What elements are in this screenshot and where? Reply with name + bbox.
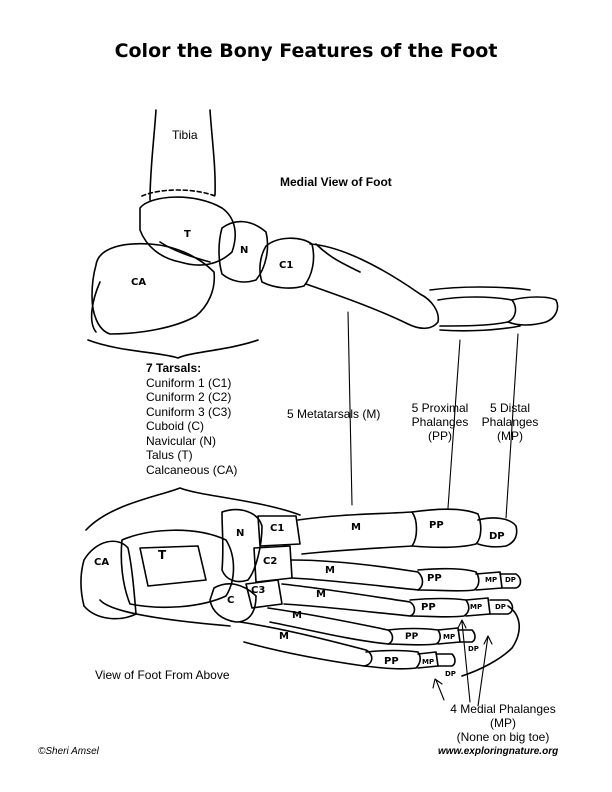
above-pp2-label: PP [427,573,442,584]
medial-talus-label: T [184,229,191,240]
tarsal-item: Talus (T) [146,448,193,462]
above-pp1-label: PP [429,520,444,531]
above-m4 [267,607,394,645]
above-mp3-label: MP [470,603,483,611]
tarsal-item: Cuniform 1 (C1) [146,375,232,390]
above-m4-label: M [292,610,302,621]
distal-callout-line: 5 Distal [489,401,530,415]
above-mp5-label: MP [422,658,435,666]
above-c3 [245,579,283,609]
tibia-bone [149,109,216,201]
above-view-title: View of Foot From Above [95,668,230,682]
above-talus-label: T [158,548,167,562]
above-calcaneus-label: CA [94,557,110,568]
above-m1-label: M [351,522,361,533]
above-c3-label: C3 [251,585,266,596]
medial-navicular-label: N [240,245,249,256]
above-cuboid [209,583,257,623]
page-title: Color the Bony Features of the Foot [114,40,498,62]
tarsal-item: Cuboid (C) [146,419,205,433]
above-navicular [221,508,263,583]
talus-bone [139,196,236,266]
proximal-callout-line: (PP) [428,429,452,443]
tarsals-list: 7 Tarsals: Cuniform 1 (C1) Cuniform 2 (C… [146,361,237,477]
above-cuboid-label: C [227,595,235,606]
above-m1 [297,511,418,555]
medial-view-title: Medial View of Foot [280,175,392,189]
tarsals-heading: 7 Tarsals: [146,361,202,375]
above-dp4-label: DP [468,645,479,653]
medial-callout-line: (None on big toe) [456,730,550,744]
medial-phalanx-arrows [432,619,493,707]
author-credit: ©Sheri Amsel [38,746,99,757]
above-pp4-label: PP [405,632,419,642]
above-pp2 [417,567,480,592]
above-m2-label: M [325,565,335,576]
above-m5 [239,621,373,667]
above-view-drawing [80,487,522,677]
above-pp3 [409,597,470,618]
site-credit: www.exploringnature.org [438,746,559,757]
above-navicular-label: N [236,528,245,539]
above-mp2-label: MP [485,576,498,584]
above-c1-label: C1 [270,523,285,534]
tibia-label: Tibia [172,128,198,142]
proximal-callout-line: 5 Proximal [411,401,469,415]
distal-phalanges-callout: 5 Distal Phalanges (MP) [478,401,542,443]
medial-view-drawing [87,109,559,359]
above-pp5 [363,649,421,670]
cuneiform1-bone [259,237,315,289]
calcaneus-bone [91,242,216,335]
above-m3 [281,583,416,617]
proximal-phalanx-bone [437,296,517,327]
above-dp2-label: DP [505,576,516,584]
tarsal-item: Cuniform 2 (C2) [146,390,232,404]
above-talus [120,529,235,609]
above-dp3-label: DP [495,603,506,611]
above-dp1-label: DP [489,531,505,542]
above-pp1 [411,508,482,549]
above-mp4-label: MP [443,633,456,641]
medial-phalanges-callout: 4 Medial Phalanges (MP) (None on big toe… [428,702,578,744]
above-c1 [257,515,301,547]
medial-calcaneus-label: CA [131,277,147,288]
tarsal-item: Navicular (N) [146,433,217,448]
navicular-bone [218,220,269,283]
above-m2 [291,559,424,591]
distal-phalanx-bone [507,296,559,326]
medial-c1-label: C1 [279,260,294,271]
distal-callout-line: (MP) [497,429,523,443]
medial-callout-line: (MP) [490,716,516,730]
distal-callout-line: Phalanges [481,415,539,429]
above-pp3-label: PP [421,602,436,613]
above-calcaneus [80,540,137,620]
proximal-callout-line: Phalanges [411,415,469,429]
above-m3-label: M [316,589,326,600]
metatarsals-callout: 5 Metatarsals (M) [287,407,381,421]
above-pp4 [387,627,441,646]
metatarsal-bone [305,243,440,330]
above-m5-label: M [279,631,289,642]
medial-callout-line: 4 Medial Phalanges [450,702,556,716]
proximal-phalanges-callout: 5 Proximal Phalanges (PP) [400,401,480,443]
above-pp5-label: PP [384,656,399,667]
tarsal-item: Cuniform 3 (C3) [146,404,232,419]
above-c2-label: C2 [263,556,278,567]
above-dp5-label: DP [445,670,456,678]
tarsal-brace [87,339,259,359]
leader-lines [347,311,519,519]
tarsal-item: Calcaneous (CA) [146,462,238,477]
